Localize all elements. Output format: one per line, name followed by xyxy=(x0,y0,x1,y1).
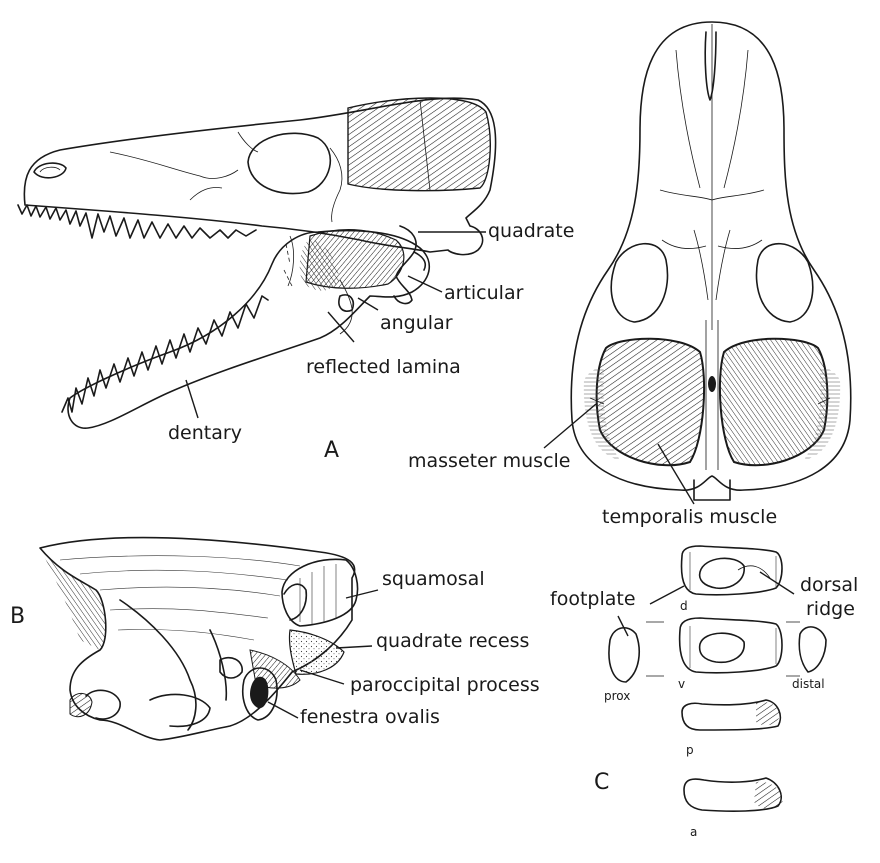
label-temporalis-muscle: temporalis muscle xyxy=(602,508,777,527)
label-dorsal-ridge-line1: dorsal xyxy=(800,576,858,595)
stapes-dorsal xyxy=(682,546,782,595)
panel-label-b: B xyxy=(10,606,25,628)
label-view-a: a xyxy=(690,826,697,838)
label-reflected-lamina: reflected lamina xyxy=(306,358,461,377)
label-view-p: p xyxy=(686,744,694,756)
label-footplate: footplate xyxy=(550,590,636,609)
label-quadrate: quadrate xyxy=(488,222,574,241)
label-dentary: dentary xyxy=(168,424,242,443)
nostril xyxy=(34,163,66,178)
dorsal-orbit-right xyxy=(756,244,812,322)
label-squamosal: squamosal xyxy=(382,570,485,589)
label-view-distal: distal xyxy=(792,678,825,690)
dorsal-orbit-left xyxy=(611,244,667,322)
stapes-distal xyxy=(799,627,826,672)
temporal-fenestra-left xyxy=(597,339,704,465)
label-paroccipital-process: paroccipital process xyxy=(350,676,540,695)
squamosal-block xyxy=(282,559,358,626)
orbit xyxy=(248,133,330,193)
stapes-prox xyxy=(609,628,639,682)
panel-label-a: A xyxy=(324,440,339,462)
label-view-prox: prox xyxy=(604,690,630,702)
label-quadrate-recess: quadrate recess xyxy=(376,632,529,651)
label-masseter-muscle: masseter muscle xyxy=(408,452,571,471)
label-dorsal-ridge-line2: ridge xyxy=(806,600,855,619)
stapes-ventral xyxy=(680,618,782,673)
skull-lateral-view xyxy=(18,98,496,428)
label-view-v: v xyxy=(678,678,685,690)
panel-label-c: C xyxy=(594,772,609,794)
label-view-d: d xyxy=(680,600,688,612)
label-angular: angular xyxy=(380,314,453,333)
label-articular: articular xyxy=(444,284,523,303)
skull-dorsal-view xyxy=(544,22,851,504)
temporal-muscle-hatch xyxy=(348,98,490,191)
label-fenestra-ovalis: fenestra ovalis xyxy=(300,708,440,727)
temporal-fenestra-right xyxy=(720,339,827,465)
